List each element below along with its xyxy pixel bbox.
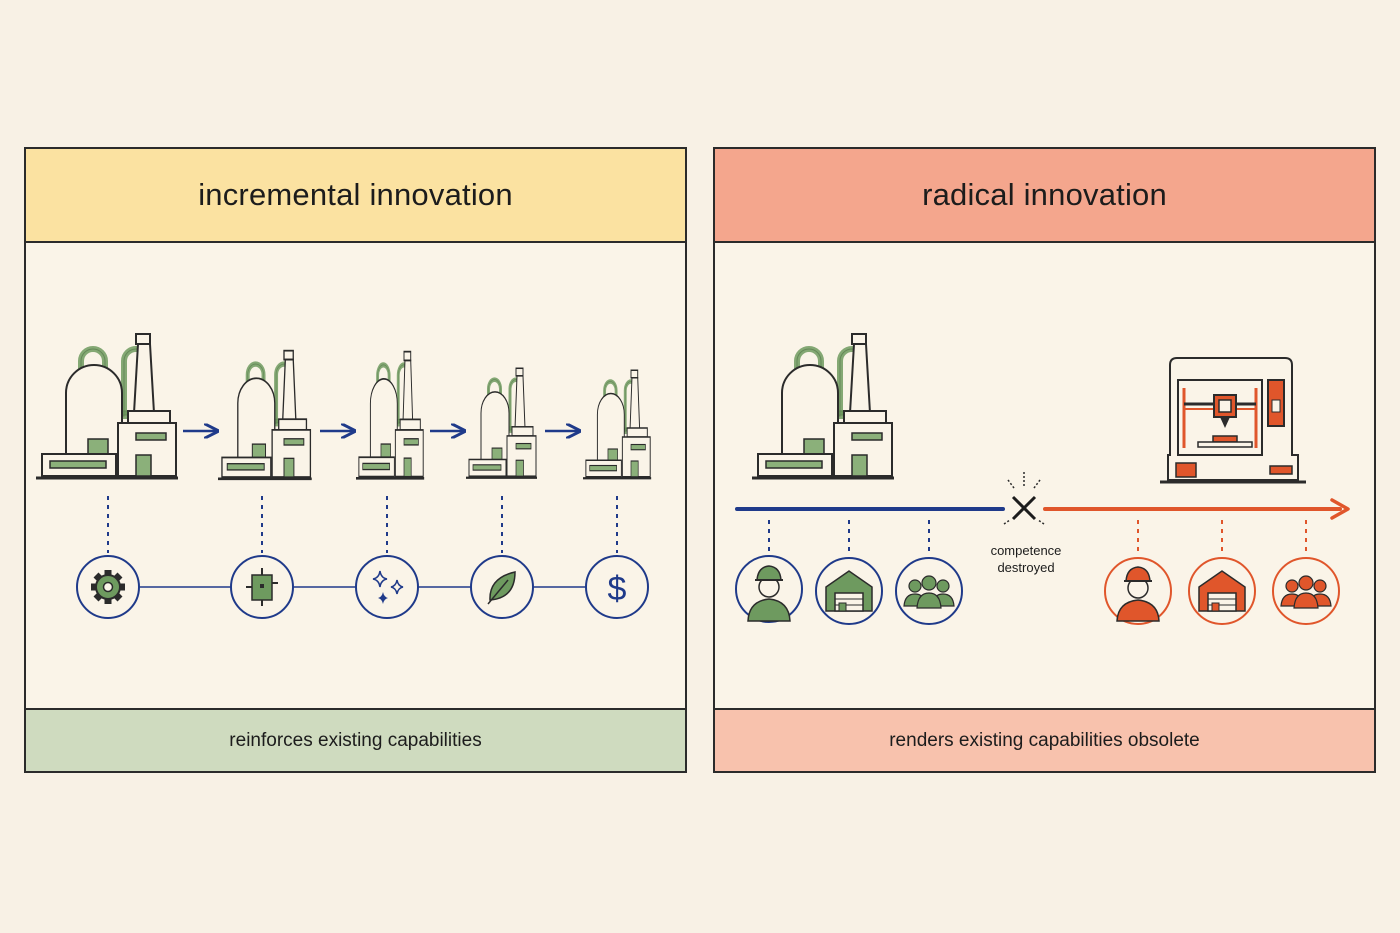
break-label-line1: competence <box>991 543 1062 558</box>
factory-stage-2 <box>218 351 312 479</box>
incremental-innovation-footer: reinforces existing capabilities <box>26 708 685 771</box>
warehouse-icon <box>1188 557 1256 625</box>
warehouse-icon <box>815 557 883 625</box>
radical-innovation-title: radical innovation <box>715 149 1374 243</box>
incremental-innovation-title: incremental innovation <box>26 149 685 243</box>
incremental-innovation-panel: incremental innovation reinforces existi… <box>24 147 687 773</box>
worker-icon <box>735 555 803 623</box>
component-icon <box>230 555 294 619</box>
radical-innovation-footer: renders existing capabilities obsolete <box>715 708 1374 771</box>
worker-icon <box>1104 557 1172 625</box>
dollar-icon: $ <box>585 555 649 619</box>
factory-stage-1 <box>36 334 178 478</box>
team-icon <box>1272 557 1340 625</box>
legacy-factory <box>752 334 894 478</box>
team-icon <box>895 557 963 625</box>
svg-text:$: $ <box>608 570 627 608</box>
3d-printer-icon <box>1160 357 1306 484</box>
sparkle-icon <box>355 555 419 619</box>
factory-stage-3 <box>356 352 424 479</box>
factory-stage-4 <box>466 368 537 477</box>
new-trajectory-arrowhead <box>1330 498 1350 520</box>
legacy-dotted-links <box>768 520 930 553</box>
stage-dotted-links <box>107 496 618 553</box>
factory-stage-5 <box>583 370 651 478</box>
leaf-icon <box>470 555 534 619</box>
gear-icon <box>76 555 140 619</box>
new-dotted-links <box>1137 520 1307 556</box>
break-x-icon <box>1003 472 1045 525</box>
break-label-line2: destroyed <box>997 560 1054 575</box>
